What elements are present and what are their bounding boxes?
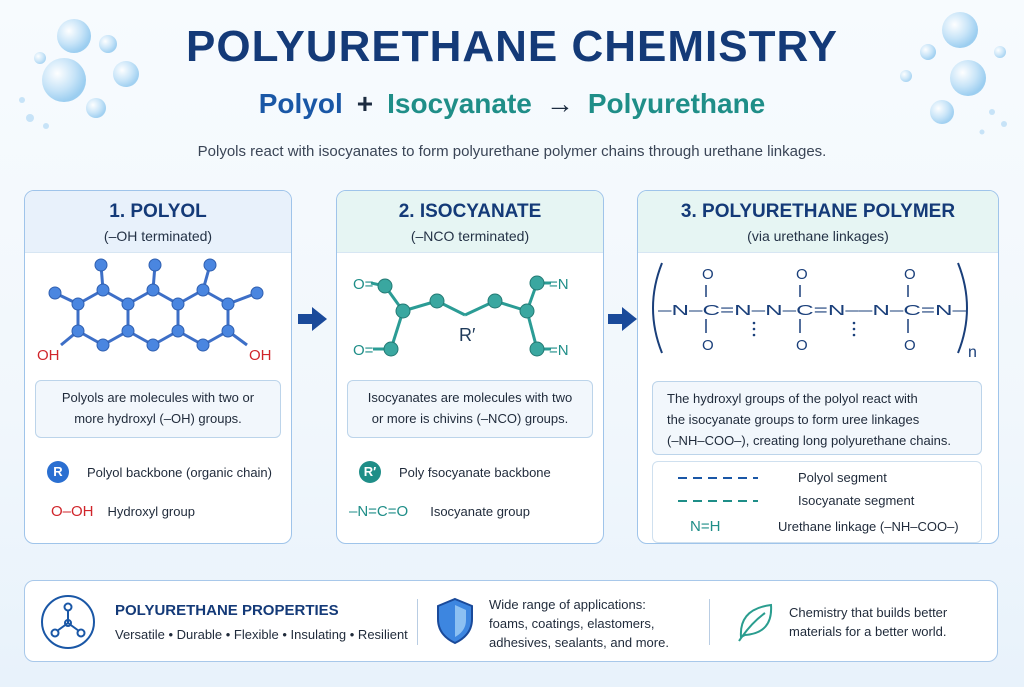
properties-list: Versatile • Durable • Flexible • Insulat…	[115, 627, 408, 642]
polyol-molecule-diagram: OH OH	[37, 258, 272, 364]
molecule-network-icon	[41, 595, 95, 649]
formula-oxygen-6: O	[904, 337, 916, 354]
polyurethane-legend-box	[652, 461, 982, 543]
isocyanate-molecule-diagram: O= O= =N =N R′	[353, 275, 569, 359]
isocyanate-panel-header: 2. ISOCYANATE (–NCO terminated)	[337, 191, 603, 253]
arrow-right-icon	[298, 307, 327, 331]
applications-text: Wide range of applications: foams, coati…	[489, 597, 669, 650]
isocyanate-legend-group: –N=C=O Isocyanate group	[349, 503, 530, 520]
polyol-panel: 1. POLYOL (–OH terminated)	[24, 190, 292, 544]
isocyanate-description: Isocyanates are molecules with two or mo…	[347, 380, 593, 438]
polyurethane-formula-diagram: O O O O O O –N–C=N–N–C=N––N–C=N– n	[652, 262, 977, 361]
polyol-panel-title: 1. POLYOL	[109, 201, 207, 222]
equation-isocyanate: Isocyanate	[387, 88, 532, 119]
isocyanate-panel: 2. ISOCYANATE (–NCO terminated) O= O= =N…	[336, 190, 604, 544]
dashed-line-icon	[678, 499, 758, 502]
polyurethane-panel: 3. POLYURETHANE POLYMER (via urethane li…	[637, 190, 999, 544]
shield-icon	[437, 597, 473, 645]
isocyanate-n-top: =N	[549, 276, 569, 293]
isocyanate-o-bottom: O=	[353, 342, 374, 359]
properties-title: POLYURETHANE PROPERTIES	[115, 602, 339, 619]
polyol-legend-hydroxyl: O–OH Hydroxyl group	[51, 503, 195, 520]
tagline-text: Chemistry that builds better materials f…	[789, 605, 948, 639]
isocyanate-panel-title: 2. ISOCYANATE	[398, 201, 542, 222]
legend-polyol-segment: Polyol segment	[678, 470, 887, 485]
formula-oxygen-5: O	[796, 337, 808, 354]
page-title: POLYURETHANE CHEMISTRY	[186, 22, 838, 71]
polyol-oh-left: OH	[37, 347, 60, 364]
isocyanate-symbol: –N=C=O	[349, 503, 409, 520]
bubbles-decoration-left	[19, 19, 139, 129]
polyurethane-description: The hydroxyl groups of the polyol react …	[652, 381, 982, 455]
legend-isocyanate-segment: Isocyanate segment	[678, 493, 914, 508]
formula-chain: –N–C=N–N–C=N––N–C=N–	[658, 302, 967, 319]
divider	[709, 599, 710, 645]
formula-oxygen-1: O	[702, 266, 714, 283]
polyol-panel-subtitle: (–OH terminated)	[103, 228, 213, 244]
polyol-description: Polyols are molecules with two or more h…	[35, 380, 281, 438]
arrow-right-icon	[608, 307, 637, 331]
formula-oxygen-3: O	[904, 266, 916, 283]
divider	[417, 599, 418, 645]
bubbles-decoration-right	[900, 12, 1007, 135]
equation-arrow: →	[545, 88, 574, 119]
formula-subscript-n: n	[968, 344, 977, 361]
reaction-equation: Polyol + Isocyanate → Polyurethane	[0, 88, 1024, 120]
dashed-line-icon	[678, 476, 758, 479]
polyol-legend-backbone: R Polyol backbone (organic chain)	[47, 461, 272, 483]
properties-strip: POLYURETHANE PROPERTIES Versatile • Dura…	[24, 580, 998, 662]
polyurethane-panel-header: 3. POLYURETHANE POLYMER (via urethane li…	[638, 191, 998, 253]
formula-oxygen-2: O	[796, 266, 808, 283]
polyol-panel-header: 1. POLYOL (–OH terminated)	[25, 191, 291, 253]
page-subtitle: Polyols react with isocyanates to form p…	[197, 143, 827, 160]
equation-plus: +	[356, 88, 374, 119]
legend-urethane-linkage: N=H Urethane linkage (–NH–COO–)	[690, 518, 959, 535]
r-badge-icon: R	[47, 461, 69, 483]
r-prime-badge-icon: R′	[359, 461, 381, 483]
leaf-icon	[738, 603, 773, 642]
polyol-oh-right: OH	[249, 347, 272, 364]
equation-polyol: Polyol	[258, 88, 343, 119]
isocyanate-legend-backbone: R′ Poly fsocyanate backbone	[359, 461, 551, 483]
formula-oxygen-4: O	[702, 337, 714, 354]
isocyanate-panel-subtitle: (–NCO terminated)	[410, 228, 530, 244]
polyurethane-panel-title: 3. POLYURETHANE POLYMER	[680, 201, 956, 222]
isocyanate-n-bottom: =N	[549, 342, 569, 359]
polyurethane-panel-subtitle: (via urethane linkages)	[747, 228, 889, 244]
isocyanate-o-top: O=	[353, 276, 374, 293]
hydroxyl-symbol: O–OH	[51, 503, 94, 520]
equation-polyurethane: Polyurethane	[587, 88, 766, 119]
isocyanate-r-label: R′	[459, 325, 476, 345]
